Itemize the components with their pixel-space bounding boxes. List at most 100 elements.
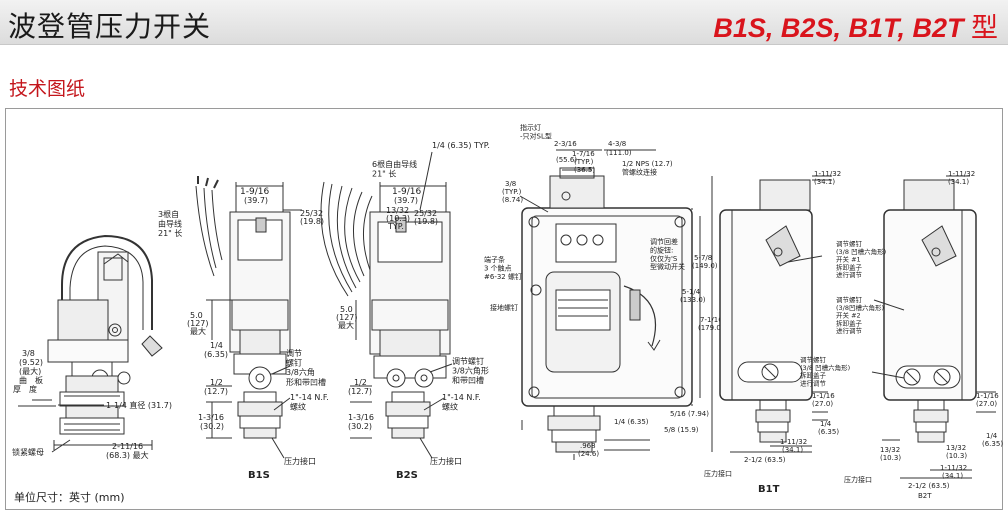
b2t-port-label: 压力接口 [844,475,872,484]
b1s-width-mm-label: (39.7) [244,196,268,205]
b1s-dim-b-label: 1/2 [210,378,223,387]
b2s-gap-typ-label: TYP. [387,222,404,231]
b1s-dim-c-mm-label: (30.2) [200,422,224,431]
enclosure-dim4-typ-label: (TYP.) [502,188,522,196]
side-width-label: 2-11/16 [112,442,143,451]
b1s-port-label: 压力接口 [284,456,316,466]
b2t-bottom1-mm-label: (34.1) [942,472,963,480]
b1t-bottom1-mm-label: (34.1) [782,446,803,454]
b2s-drawing [320,151,453,459]
b2s-height-max-label: 最大 [338,320,354,330]
side-diameter-label: 1-1/4 直径 (31.7) [106,400,172,410]
b1t-r2-label: 1/4 [820,420,832,428]
b2t-left2-label: 13/32 [946,444,966,452]
enclosure-bottom3-label: 5/8 (15.9) [664,426,699,434]
b1t-r1-mm-label: (27.0) [812,400,833,408]
b2s-typ-label: 1/4 (6.35) TYP. [432,141,490,150]
side-bend-label: 3/8 [22,349,35,358]
enclosure-h3-mm-label: (179.0) [698,324,724,332]
b1t-r1-label: 1-1/16 [812,392,835,400]
b2t-r1-label: 1-1/16 [976,392,999,400]
b1t-drawing [719,175,832,453]
side-bend-max-label: (最大) [19,366,41,376]
enclosure-npt-label: 1/2 NPS (12.7)管螺纹连接 [622,160,673,176]
b1s-dim-b-mm-label: (12.7) [204,387,228,396]
b2s-dim-b-mm-label: (12.7) [348,387,372,396]
b1s-height-max-label: 最大 [190,326,206,336]
b2t-bottom2-label: 2-1/2 (63.5) [908,482,950,490]
enclosure-dim2-label: 1-7/16 [572,150,595,158]
b1t-model-label: B1T [758,484,780,495]
b1s-offset-label: 25/32 [300,209,323,218]
model-list: B1S, B2S, B1T, B2T [713,13,964,43]
b2s-height-mm-label: (127) [336,313,358,322]
b2s-dim-c-mm-label: (30.2) [348,422,372,431]
enclosure-h2-label: 5-1/4 [682,288,701,296]
enclosure-h2-mm-label: (133.0) [680,296,706,304]
model-suffix: 型 [971,13,998,44]
enclosure-dim4-mm-label: (8.74) [502,196,523,204]
b1t-adjust-label: 调节螺钉(3/8 凹槽六角形)拆卸盖子进行调节 [800,355,850,387]
page-header: 波登管压力开关 B1S, B2S, B1T, B2T 型 [0,0,1008,45]
b1t-port-label: 压力接口 [704,469,732,478]
b2s-offset-label: 25/32 [414,209,437,218]
b1s-height-label: 5.0 [190,311,203,320]
b2t-bottom1-label: 1-11/32 [940,464,967,472]
b2s-height-label: 5.0 [340,305,353,314]
drawing-frame [5,108,1003,510]
b1t-r2-mm-label: (6.35) [818,428,839,436]
b1s-height-mm-label: (127) [187,319,209,328]
b2s-model-label: B2S [396,470,418,481]
enclosure-dim3-mm-label: (111.0) [606,149,632,157]
b2t-left1-mm-label: (10.3) [880,454,901,462]
b2s-thread-label: 1"-14 N.F.螺纹 [442,393,481,412]
side-bend-mm-label: (9.52) [19,358,43,367]
b1s-dim-c-label: 1-3/16 [198,413,224,422]
enclosure-dim1-label: 2-3/16 [554,140,577,148]
b2t-r2-mm-label: (6.35) [982,440,1003,448]
b2s-offset-mm-label: (19.8) [414,217,438,226]
b1t-bottom1-label: 1-11/32 [780,438,807,446]
b2s-gap-label: 13/32 [386,206,409,215]
b2s-width-label: 1-9/16 [392,187,421,197]
enclosure-dim4-label: 3/8 [505,180,516,188]
b2s-width-mm-label: (39.7) [394,196,418,205]
model-numbers: B1S, B2S, B1T, B2T 型 [713,6,998,45]
side-width-mm-label: (68.3) 最大 [106,450,149,460]
enclosure-bottom4-mm-label: (24.6) [578,450,599,458]
b1s-dim-a-label: 1/4 [210,341,223,350]
b1t-bottom2-label: 2-1/2 (63.5) [744,456,786,464]
b2s-gap-mm-label: (10.3) [386,214,410,223]
side-view-drawing [18,234,163,453]
b2s-dim-c-label: 1-3/16 [348,413,374,422]
page-title: 波登管压力开关 [8,10,212,43]
b2s-dim-b-label: 1/2 [354,378,367,387]
enclosure-dim2-typ-label: (TYP.) [574,158,594,166]
enclosure-h3-label: 7-1/16 [700,316,723,324]
b1s-drawing [195,176,302,459]
enclosure-dim2-mm-label: (36.5) [574,166,595,174]
b1s-offset-mm-label: (19.8) [300,217,324,226]
enclosure-bottom1-label: 1/4 (6.35) [614,418,649,426]
section-title: 技术图纸 [9,78,86,100]
b2s-port-label: 压力接口 [430,456,462,466]
side-locknut-label: 锁紧螺母 [12,447,44,457]
enclosure-h1-mm-label: (149.0) [692,262,718,270]
enclosure-ground-label: 接地螺钉 [490,303,518,312]
enclosure-bottom4-label: .968 [580,442,596,450]
b1t-top-label: 1-11/32 [814,170,841,178]
b2t-left2-mm-label: (10.3) [946,452,967,460]
b2t-top-label: 1-11/32 [948,170,975,178]
enclosure-drawing [519,149,713,460]
b2t-top-mm-label: (34.1) [948,178,969,186]
b1s-dim-a-mm-label: (6.35) [204,350,228,359]
b2t-left1-label: 13/32 [880,446,900,454]
